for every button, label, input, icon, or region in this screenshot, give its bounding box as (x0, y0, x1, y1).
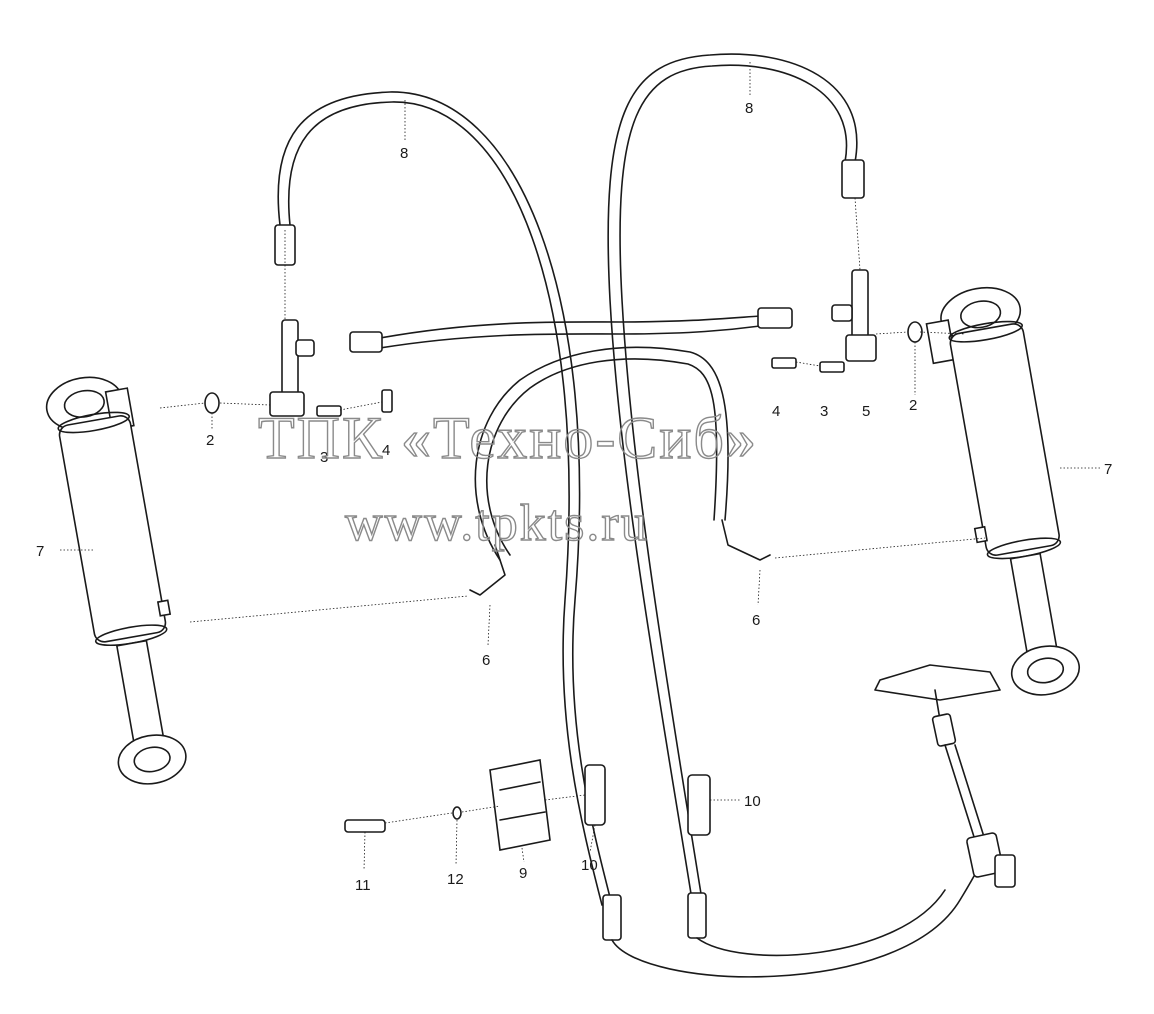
watermark-website: www.tpkts.ru (345, 495, 649, 552)
callout-3-left: 3 (320, 449, 328, 466)
right-valve-tee (771, 269, 877, 373)
callout-7-left: 7 (36, 543, 44, 560)
clamp-washer (452, 806, 462, 820)
right-hose-fitting (687, 892, 707, 939)
callout-3-right: 3 (820, 403, 828, 420)
watermark-company: ТПК «Техно-Сиб» (258, 405, 758, 471)
clamp-bolt (344, 819, 386, 833)
callout-4-left: 4 (382, 442, 390, 459)
left-washer (204, 392, 220, 414)
return-line-to-steering (611, 849, 982, 978)
callout-4-right: 4 (772, 403, 780, 420)
right-washer (907, 321, 923, 343)
callout-2-right: 2 (909, 397, 917, 414)
steering-column (874, 664, 1016, 888)
callout-10-mid: 10 (581, 857, 598, 874)
leader-lines (60, 62, 1100, 871)
cross-hose-left-cylinder (469, 346, 771, 596)
left-hose-fitting (602, 894, 622, 941)
callout-2-left: 2 (206, 432, 214, 449)
callout-7-right: 7 (1104, 461, 1112, 478)
cross-hose-left-to-right (349, 307, 793, 353)
callout-6-right: 6 (752, 612, 760, 629)
callout-12: 12 (447, 871, 464, 888)
feed-line-to-steering (696, 889, 946, 957)
clamp-plate-right (687, 774, 711, 836)
callout-8-left: 8 (400, 145, 408, 162)
right-hydraulic-cylinder (925, 286, 1081, 696)
right-upper-hose (607, 53, 865, 901)
left-valve-tee (269, 319, 393, 417)
hose-clamp (489, 759, 551, 851)
callout-11: 11 (355, 877, 371, 894)
callout-9: 9 (519, 865, 527, 882)
left-hydraulic-cylinder (45, 376, 187, 785)
callout-6-left: 6 (482, 652, 490, 669)
callout-8-right: 8 (745, 100, 753, 117)
clamp-plate-mid (584, 764, 606, 826)
callout-10-right: 10 (744, 793, 761, 810)
callout-5-right: 5 (862, 403, 870, 420)
